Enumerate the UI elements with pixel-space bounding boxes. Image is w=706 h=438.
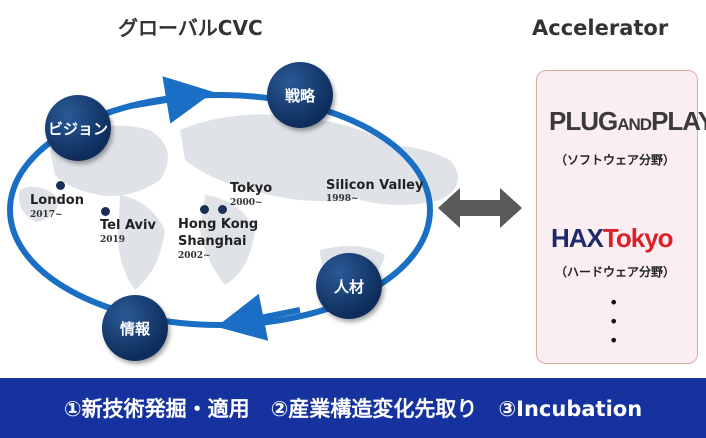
tel-aviv-year: 2019 (100, 235, 126, 245)
hax-tokyo-caption: （ハードウェア分野） (555, 265, 676, 279)
information-node: 情報 (102, 295, 168, 361)
talent-node: 人材 (316, 253, 382, 319)
accelerator-panel (536, 70, 698, 364)
plug-and-play-caption: （ソフトウェア分野） (555, 153, 676, 167)
silicon-valley-label: Silicon Valley (326, 178, 424, 193)
plug-and-play-logo-play: PLAY (651, 106, 706, 136)
plug-and-play-logo-and: AND (617, 115, 652, 134)
london-label: London (30, 193, 84, 208)
hong-kong-marker (200, 205, 209, 214)
tokyo-label: Tokyo (230, 181, 273, 196)
tokyo-year: 2000~ (230, 198, 263, 208)
plug-and-play-logo: PLUGANDPLAY (549, 106, 706, 137)
tokyo-logo-part: Tokyo (602, 223, 674, 253)
tokyo-marker (218, 205, 227, 214)
strategy-node: 戦略 (267, 62, 333, 128)
vision-node: ビジョン (45, 95, 111, 161)
accelerator-title: Accelerator (532, 16, 669, 40)
top-arrow (129, 76, 214, 124)
double-arrow-icon (438, 188, 522, 228)
silicon-valley-year: 1998~ (326, 194, 359, 204)
hax-tokyo-logo: HAXTokyo (551, 223, 674, 254)
hax-logo-part: HAX (551, 223, 604, 253)
plug-and-play-logo-plug: PLUG (549, 106, 618, 136)
hong-kong-shanghai-label: Hong Kong Shanghai (178, 217, 259, 249)
london-marker (56, 181, 65, 190)
more-ellipsis: • • • (609, 293, 619, 350)
bottom-arrow (216, 293, 301, 341)
tel-aviv-label: Tel Aviv (100, 218, 156, 233)
global-cvc-title: グローバルCVC (118, 16, 263, 40)
tel-aviv-marker (101, 207, 110, 216)
goals-banner: ①新技術発掘・適用 ②産業構造変化先取り ③Incubation (0, 378, 706, 438)
london-year: 2017~ (30, 210, 63, 220)
hong-kong-shanghai-year: 2002~ (178, 251, 211, 261)
